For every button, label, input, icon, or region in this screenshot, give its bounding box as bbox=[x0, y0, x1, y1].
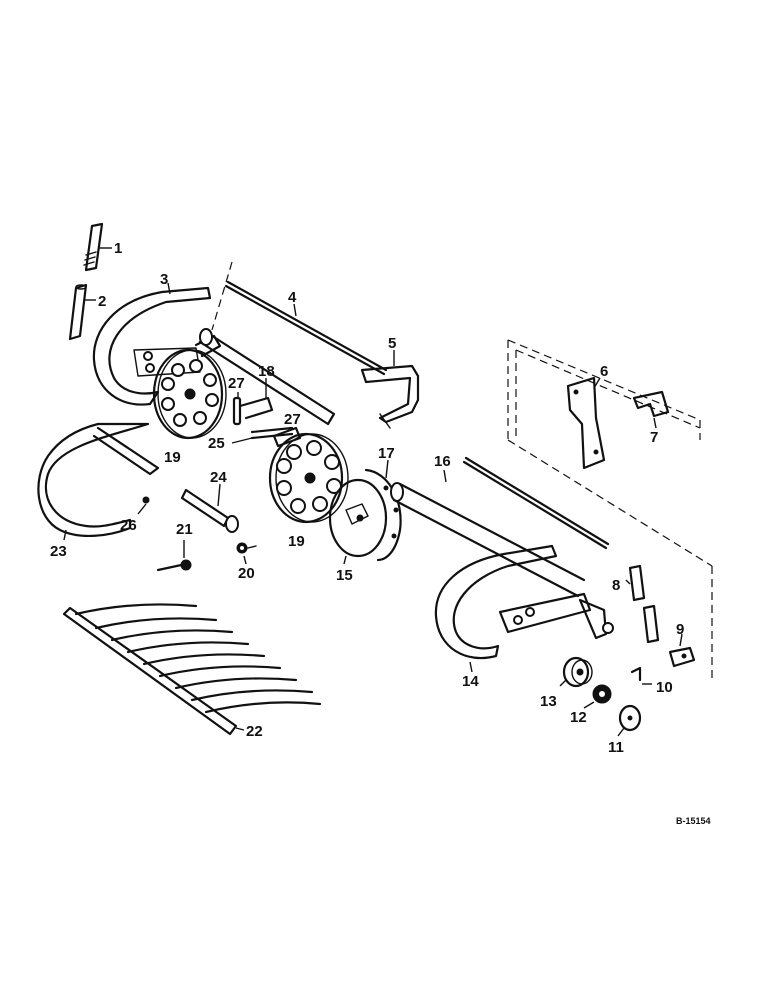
callout-24: 24 bbox=[210, 469, 227, 486]
callout-20: 20 bbox=[238, 565, 255, 582]
part-18-spring-clip bbox=[238, 378, 274, 420]
part-6-plate-bracket bbox=[566, 376, 606, 470]
part-25-bolt bbox=[231, 426, 294, 444]
part-13-hub bbox=[559, 656, 593, 688]
part-5-bracket bbox=[360, 350, 420, 429]
part-19-right-disc bbox=[268, 432, 349, 524]
callout-15: 15 bbox=[336, 567, 353, 584]
part-23-curved-tine bbox=[37, 422, 160, 541]
part-9-block bbox=[668, 633, 696, 668]
part-14-right-shield bbox=[434, 544, 614, 673]
callout-23: 23 bbox=[50, 543, 67, 560]
part-4-long-rod bbox=[224, 280, 388, 376]
callout-26: 26 bbox=[120, 517, 137, 534]
part-11-washer bbox=[617, 704, 642, 737]
part-15-plate bbox=[328, 478, 388, 565]
callout-6: 6 bbox=[600, 363, 608, 380]
part-1-rod bbox=[83, 222, 112, 272]
callout-19-right: 19 bbox=[288, 533, 305, 550]
part-2-sleeve bbox=[68, 283, 96, 341]
callout-21: 21 bbox=[176, 521, 193, 538]
callout-10: 10 bbox=[656, 679, 673, 696]
callout-18: 18 bbox=[258, 363, 275, 380]
part-8-link bbox=[625, 564, 646, 602]
part-20-nut bbox=[236, 542, 257, 565]
part-24-rod bbox=[180, 483, 239, 533]
callout-16: 16 bbox=[434, 453, 451, 470]
part-16-tube bbox=[390, 469, 586, 598]
callout-3: 3 bbox=[160, 271, 168, 288]
callout-9: 9 bbox=[676, 621, 684, 638]
callout-22: 22 bbox=[246, 723, 263, 740]
part-22-rake-comb bbox=[62, 603, 322, 736]
callout-19-left: 19 bbox=[164, 449, 181, 466]
part-27-pin-lower bbox=[272, 426, 302, 448]
callout-4: 4 bbox=[288, 289, 297, 306]
callout-17: 17 bbox=[378, 445, 395, 462]
part-21-clevis bbox=[156, 540, 192, 572]
dashed-frame bbox=[507, 339, 713, 680]
part-8-sleeve bbox=[642, 604, 660, 644]
callout-5: 5 bbox=[388, 335, 396, 352]
callout-1: 1 bbox=[114, 240, 122, 257]
part-12-gear bbox=[583, 684, 612, 709]
callout-27-lower: 27 bbox=[284, 411, 301, 428]
part-10-pin bbox=[630, 666, 652, 685]
left-shaft bbox=[198, 261, 336, 426]
part-26-small-bolt bbox=[137, 496, 150, 515]
callout-labels: 1 2 3 4 5 6 7 8 9 10 11 12 13 14 15 16 1… bbox=[50, 240, 711, 826]
part-7-small-bracket bbox=[632, 390, 670, 429]
callout-7: 7 bbox=[650, 429, 658, 446]
part-19-left-disc bbox=[152, 348, 227, 440]
callout-14: 14 bbox=[462, 673, 479, 690]
callout-11: 11 bbox=[608, 739, 624, 756]
figure-id: B-15154 bbox=[676, 816, 711, 826]
callout-12: 12 bbox=[570, 709, 587, 726]
callout-13: 13 bbox=[540, 693, 557, 710]
callout-8: 8 bbox=[612, 577, 620, 594]
callout-2: 2 bbox=[98, 293, 106, 310]
right-long-rod bbox=[462, 456, 610, 550]
part-17-disc-cover bbox=[364, 459, 402, 562]
callout-27-upper: 27 bbox=[228, 375, 245, 392]
part-27-pin-upper bbox=[232, 392, 242, 426]
callout-25: 25 bbox=[208, 435, 225, 452]
